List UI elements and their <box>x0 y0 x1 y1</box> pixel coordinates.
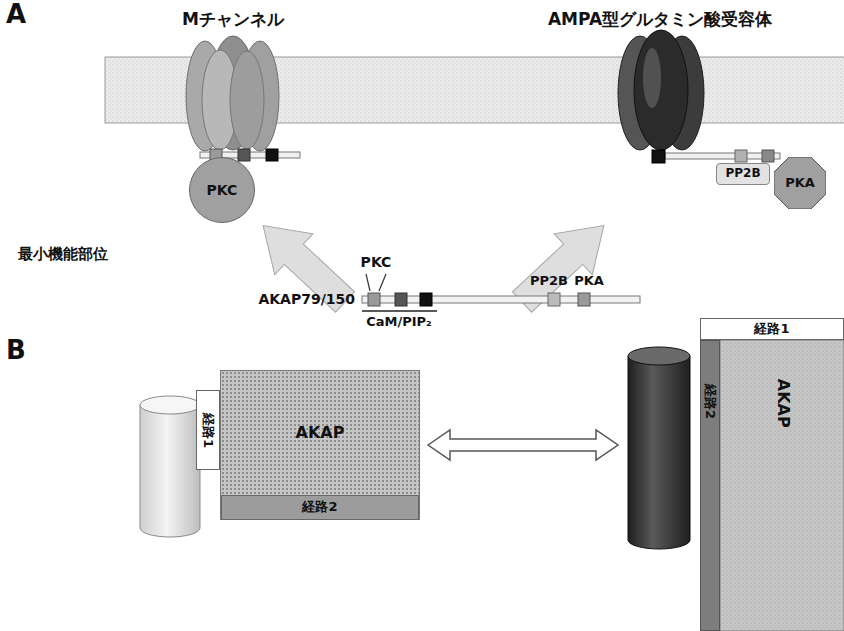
domain-label: PP2B <box>530 274 568 289</box>
akap79-150-domain-bar-part <box>395 293 407 306</box>
node-label: 経路2 <box>703 383 718 418</box>
node-label: 経路1 <box>201 412 216 447</box>
akap79-150-domain-bar-part <box>578 293 590 306</box>
channel-cylinder-top <box>628 347 690 365</box>
domain-label: PKC <box>361 254 392 270</box>
domain-label: PKA <box>574 274 604 289</box>
structure-title: Mチャンネル <box>182 10 284 30</box>
channel-cylinder-part <box>140 396 200 414</box>
ampa-receptor <box>618 30 704 150</box>
octagon-shape <box>774 157 826 209</box>
pathway-band: 経路2 <box>700 340 720 631</box>
anchor-protein-texture <box>720 340 844 631</box>
phosphatase-box: PP2B <box>716 163 770 185</box>
anchor-protein-complex: 経路1 経路2 AKAP <box>626 318 844 631</box>
block-arrow <box>244 205 623 322</box>
complex-illustration <box>626 318 844 631</box>
akap-fragment-right <box>652 150 780 163</box>
kinase-circle: PKC <box>189 157 255 223</box>
kinase-octagon: PKA <box>774 157 826 209</box>
pathway-band: 経路1 <box>196 390 220 470</box>
m-channel-part <box>230 51 264 149</box>
akap-fragment-right-part <box>735 150 747 162</box>
anchor-protein-box: 経路2 AKAP <box>220 370 420 520</box>
node-label: 経路1 <box>754 322 789 337</box>
text-area: PKC <box>190 158 254 222</box>
double-arrow <box>428 430 618 460</box>
channel-cylinder-dark <box>628 356 690 549</box>
akap-fragment-left-part <box>266 149 278 161</box>
text-area: 経路1 <box>197 391 219 469</box>
node-label: PKA <box>785 176 815 191</box>
akap79-150-domain-bar-part <box>548 293 560 306</box>
m-channel <box>186 36 279 151</box>
domain-label: CaM/PIP₂ <box>366 315 432 330</box>
anchor-protein-area <box>720 340 844 631</box>
pathway-band: 経路1 <box>700 318 844 340</box>
text-area: AKAP <box>221 371 419 495</box>
akap-fragment-right-part <box>652 150 665 163</box>
node-label: PP2B <box>725 167 760 181</box>
text-area: 経路2 <box>701 371 719 431</box>
pathway-band: 経路2 <box>221 495 419 520</box>
node-label: PKC <box>207 182 238 198</box>
text-area: PP2B <box>717 164 769 184</box>
akap79-150-domain-bar-part <box>379 274 386 291</box>
node-label: AKAP <box>773 379 791 428</box>
text-area: 経路1 <box>701 319 843 339</box>
row-label: 最小機能部位 <box>18 246 108 263</box>
text-area: AKAP <box>720 348 844 458</box>
akap79-150-domain-bar <box>362 274 640 311</box>
panel-letter: B <box>6 336 26 366</box>
akap-fragment-right-part <box>762 150 774 162</box>
akap79-150-domain-bar-part <box>420 293 432 306</box>
ampa-receptor-part <box>643 48 661 108</box>
akap-fragment-left-part <box>238 149 250 161</box>
text-area: 経路2 <box>222 496 418 519</box>
block-arrow-part <box>503 205 623 322</box>
akap79-150-domain-bar-part <box>366 274 370 291</box>
protein-name: AKAP79/150 <box>258 291 355 307</box>
channel-cylinder <box>140 396 200 537</box>
akap79-150-domain-bar-part <box>362 310 437 312</box>
akap79-150-domain-bar-part <box>368 293 380 306</box>
text-area: PKA <box>774 157 826 209</box>
node-label: 経路2 <box>302 500 337 515</box>
panel-letter: A <box>6 0 26 30</box>
channel-cylinder-part <box>140 405 200 537</box>
ampa-receptor-part <box>634 30 688 150</box>
structure-title: AMPA型グルタミン酸受容体 <box>548 10 772 30</box>
block-arrow-part <box>244 205 364 322</box>
node-label: AKAP <box>296 424 345 442</box>
